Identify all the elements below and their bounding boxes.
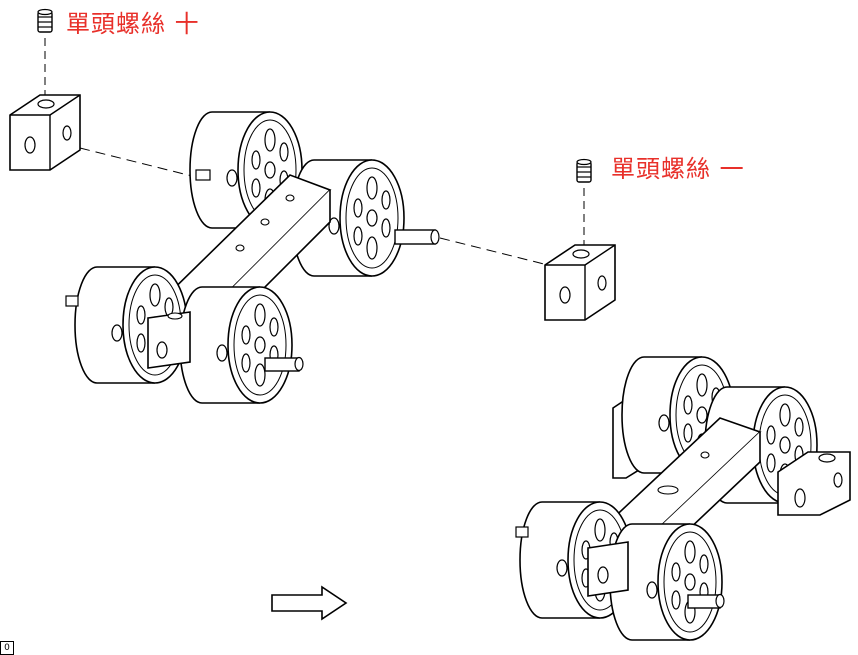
- axle-pin: [394, 229, 436, 245]
- guide-line: [79, 147, 201, 179]
- assembled-result: [515, 356, 851, 641]
- set-screw-icon: [37, 8, 53, 33]
- front-block: [587, 541, 629, 597]
- wheel: [179, 286, 293, 404]
- set-screw-label-right: 單頭螺絲 一: [611, 155, 745, 183]
- arrow-right-icon: [271, 585, 348, 621]
- bracket-block: [9, 94, 81, 171]
- front-block: [147, 311, 191, 369]
- bracket-block: [544, 244, 616, 321]
- exploded-assembly: [9, 8, 616, 404]
- axle-pin: [65, 295, 79, 307]
- page-mark: 0: [0, 641, 14, 655]
- set-screw-icon: [576, 158, 592, 183]
- axle-pin: [264, 357, 300, 372]
- axle-pin: [687, 594, 721, 609]
- axle-pin: [515, 526, 529, 538]
- set-screw-label-top: 單頭螺絲 十: [66, 10, 200, 38]
- guide-line: [439, 237, 561, 269]
- axle-pin: [195, 169, 211, 181]
